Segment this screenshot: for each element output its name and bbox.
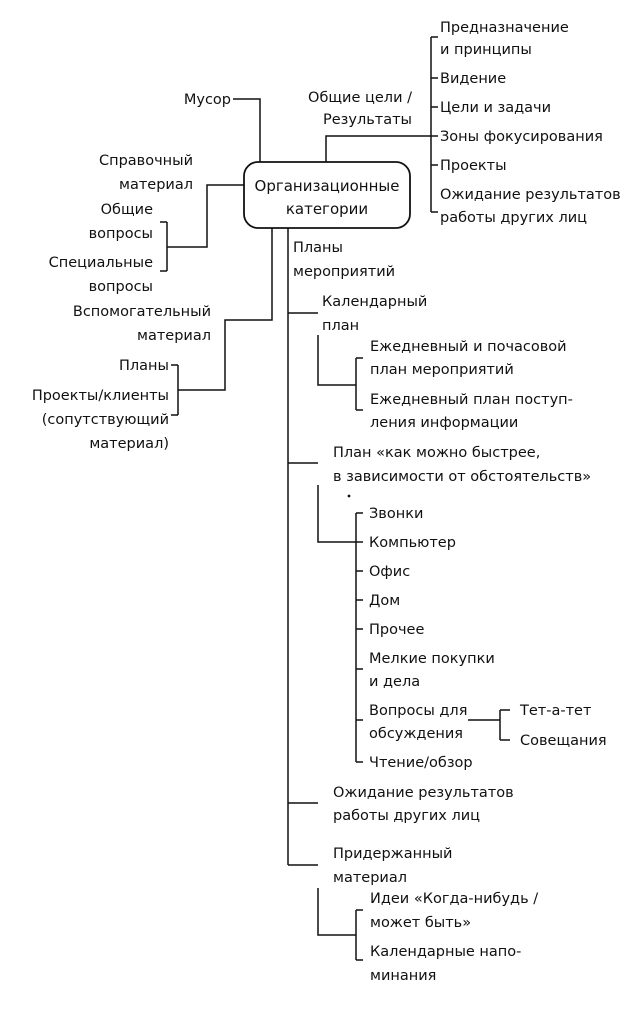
calendar-plan-label-line2: план (322, 318, 359, 334)
reference-material-label-line2: материал (119, 177, 193, 193)
general-questions-label-line1: Общие (101, 202, 153, 218)
errands-label-line1: Мелкие покупки (369, 651, 495, 667)
held-material-label-line2: материал (333, 870, 407, 886)
left-branches-group: Мусор Справочный материал Общие вопросы … (32, 92, 231, 452)
center-node-box (243, 161, 411, 229)
center-node-label-line1: Организационные (255, 177, 400, 195)
daily-hourly-plan-label-line2: план мероприятий (370, 362, 514, 378)
tickler-label-line2: минания (370, 968, 436, 984)
action-plans-label-line1: Планы (293, 240, 343, 256)
agenda-label-line2: обсуждения (369, 726, 463, 742)
one-on-one-label: Тет-а-тет (519, 703, 592, 719)
agenda-label-line1: Вопросы для (369, 703, 467, 719)
edge-held-bracket (355, 909, 363, 961)
daily-info-plan-label-line1: Ежедневный план поступ- (370, 392, 573, 408)
waiting-for-others-top-label-line2: работы других лиц (440, 210, 587, 226)
calls-label: Звонки (369, 506, 423, 522)
waiting-for-others-label-line2: работы других лиц (333, 808, 480, 824)
goals-objectives-label: Цели и задачи (440, 100, 551, 116)
projects-clients-label-line3: материал) (89, 436, 169, 452)
support-material-label-line1: Вспомогательный (73, 304, 211, 320)
stray-dot-mark (347, 494, 351, 498)
errands-label-line2: и дела (369, 674, 420, 690)
connector-lines (160, 36, 510, 961)
tickler-label-line1: Календарные напо- (370, 944, 521, 960)
edge-reference-bracket (160, 221, 168, 272)
daily-hourly-plan-label-line1: Ежедневный и почасовой (370, 339, 567, 355)
edge-trunk-branches (288, 312, 318, 866)
special-questions-label-line1: Специальные (49, 255, 153, 271)
held-material-label-line1: Придержанный (333, 846, 452, 862)
special-questions-label-line2: вопросы (89, 279, 153, 295)
trash-label: Мусор (184, 92, 231, 108)
reading-review-label: Чтение/обзор (369, 755, 473, 771)
general-questions-label-line2: вопросы (89, 226, 153, 242)
asap-plan-label-line1: План «как можно быстрее, (333, 445, 540, 461)
home-label: Дом (369, 593, 400, 609)
edge-support-bracket (171, 364, 179, 416)
meetings-label: Совещания (520, 733, 607, 749)
waiting-for-others-label-line1: Ожидание результатов (333, 785, 514, 801)
vision-label: Видение (440, 71, 506, 87)
goals-results-label-line1: Общие цели / (308, 90, 412, 106)
edge-calendar-plan (317, 335, 356, 386)
center-node-label-line2: категории (286, 200, 368, 218)
edge-support-material (178, 228, 273, 391)
projects-clients-label-line1: Проекты/клиенты (32, 388, 169, 404)
support-material-label-line2: материал (137, 328, 211, 344)
other-label: Прочее (369, 622, 424, 638)
reference-material-label-line1: Справочный (99, 153, 193, 169)
plans-label: Планы (119, 358, 169, 374)
edge-asap-plan (317, 485, 356, 543)
edge-agenda-bracket (499, 709, 510, 741)
action-plans-label-line2: мероприятий (293, 264, 395, 280)
office-label: Офис (369, 564, 410, 580)
asap-plan-label-line2: в зависимости от обстоятельств» (333, 469, 591, 485)
action-plans-group: Планы мероприятий Календарный план Ежедн… (293, 240, 607, 984)
edge-goals-bracket (430, 36, 438, 213)
goals-results-group: Общие цели / Результаты Предназначение и… (308, 20, 621, 226)
computer-label: Компьютер (369, 535, 456, 551)
edge-calendar-bracket (355, 357, 363, 411)
purpose-principles-label-line2: и принципы (440, 42, 532, 58)
edge-goals-to-center (325, 135, 431, 162)
edge-reference-material (167, 184, 244, 248)
someday-maybe-label-line2: может быть» (370, 915, 471, 931)
projects-clients-label-line2: (сопутствующий (42, 412, 169, 428)
areas-of-focus-label: Зоны фокусирования (440, 129, 603, 145)
edge-held-material (317, 888, 356, 936)
someday-maybe-label-line1: Идеи «Когда-нибудь / (370, 891, 538, 907)
edge-asap-bracket (355, 512, 363, 763)
purpose-principles-label-line1: Предназначение (440, 20, 569, 36)
goals-results-label-line2: Результаты (323, 112, 412, 128)
waiting-for-others-top-label-line1: Ожидание результатов (440, 187, 621, 203)
edge-trash (233, 98, 261, 162)
calendar-plan-label-line1: Календарный (322, 294, 427, 310)
daily-info-plan-label-line2: ления информации (370, 415, 518, 431)
projects-label: Проекты (440, 158, 507, 174)
center-node: Организационные категории (243, 161, 411, 229)
